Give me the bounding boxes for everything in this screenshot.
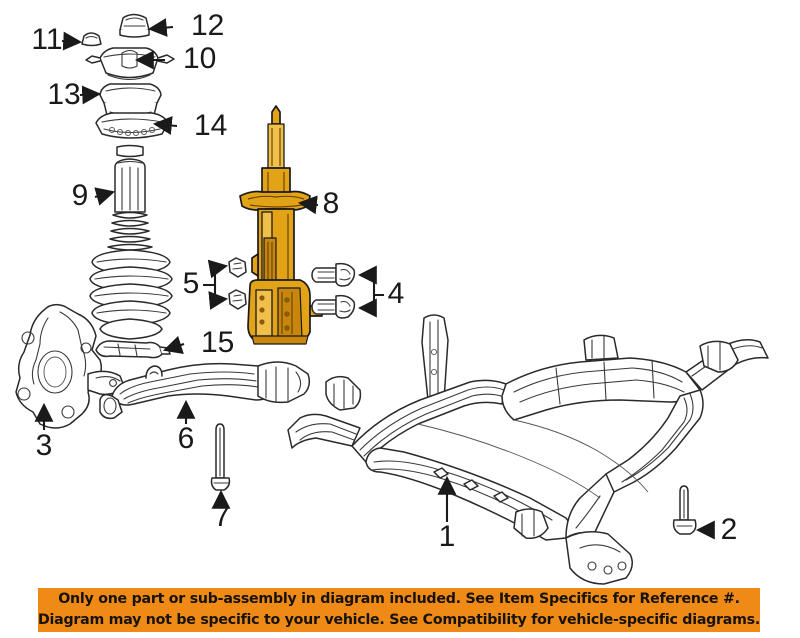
callout-number-4: 4 [388,277,405,310]
part-strut-mount-cap [119,13,150,38]
callout-number-11: 11 [31,23,62,56]
leader-8 [297,195,319,215]
part-lower-control-arm [99,361,311,420]
disclaimer-line-2: Diagram may not be specific to your vehi… [38,611,760,628]
part-strut-bracket-nut-lower [228,289,247,310]
leader-12 [147,18,174,37]
part-strut-assembly [239,105,323,345]
part-front-suspension-subframe [287,314,769,585]
part-subframe-mounting-bolt [672,485,697,535]
callout-number-9: 9 [72,179,89,212]
diagram-disclaimer-banner: Only one part or sub-assembly in diagram… [38,588,760,632]
part-strut-bolt-lower [311,294,356,319]
leader-14 [152,116,178,135]
callout-number-8: 8 [323,187,340,220]
callout-number-7: 7 [214,500,231,533]
part-jounce-bumper-bracket [95,340,171,359]
part-strut-mount-nut [81,32,102,47]
leader-15 [162,335,185,354]
part-strut-bracket-nut-upper [228,257,247,278]
leader-5 [203,259,229,310]
callout-number-14: 14 [194,109,227,142]
part-control-arm-bolt [210,423,231,491]
leader-13 [79,85,102,105]
callout-number-12: 12 [191,9,224,42]
disclaimer-line-1: Only one part or sub-assembly in diagram… [58,591,740,608]
part-strut-bolt-upper [311,262,356,287]
callout-number-5: 5 [183,267,200,300]
callout-number-1: 1 [439,520,456,553]
callout-number-13: 13 [47,78,80,111]
part-strut-bearing [95,112,169,139]
leader-9 [94,187,116,206]
callout-number-15: 15 [201,326,234,359]
leader-11 [61,31,83,51]
part-strut-mount [85,47,175,81]
part-steering-knuckle [15,303,125,429]
callout-number-3: 3 [36,429,53,462]
leader-4 [357,265,384,318]
callout-number-10: 10 [183,42,216,75]
callout-number-6: 6 [178,422,195,455]
callout-number-2: 2 [721,513,738,546]
part-coil-spring-assembly [89,144,173,340]
